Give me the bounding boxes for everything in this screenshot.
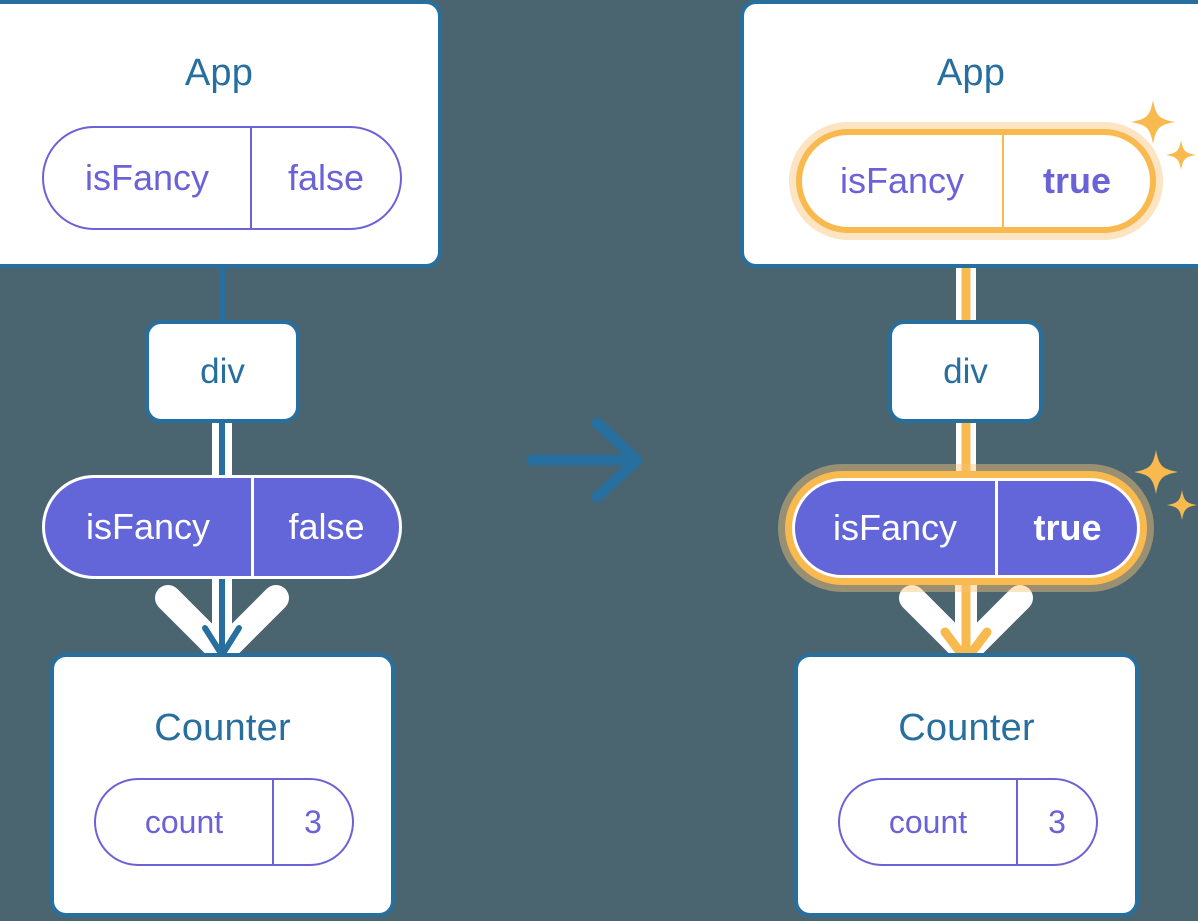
- right-app-box: App isFancy true: [740, 0, 1198, 268]
- right-counter-box: Counter count 3: [794, 653, 1139, 917]
- left-props-value: false: [251, 478, 399, 576]
- right-counter-state-value: 3: [1016, 780, 1096, 864]
- right-props-value: true: [995, 481, 1137, 575]
- left-app-state-pill: isFancy false: [42, 126, 402, 230]
- right-app-title: App: [936, 52, 1006, 94]
- right-counter-state-pill: count 3: [838, 778, 1098, 866]
- left-app-box: App isFancy false: [0, 0, 442, 268]
- right-props-key: isFancy: [832, 507, 958, 548]
- right-app-state-pill: isFancy true: [796, 129, 1156, 233]
- right-counter-state-key: count: [888, 803, 968, 840]
- left-counter-state-key: count: [144, 803, 224, 840]
- left-counter-state-value: 3: [272, 780, 352, 864]
- left-app-state-key: isFancy: [84, 157, 210, 198]
- right-div-box: div: [888, 320, 1043, 423]
- left-app-title: App: [184, 52, 254, 94]
- right-props-pill: isFancy true: [792, 478, 1140, 578]
- transition-arrow-right-icon: [526, 417, 643, 503]
- left-app-state-value: false: [250, 128, 400, 228]
- left-counter-state-pill: count 3: [94, 778, 354, 866]
- right-counter-title: Counter: [898, 707, 1035, 749]
- left-div-box: div: [145, 320, 300, 423]
- right-app-state-value: true: [1002, 135, 1150, 227]
- left-props-key: isFancy: [85, 506, 211, 547]
- right-div-label: div: [943, 351, 988, 391]
- left-props-pill: isFancy false: [42, 475, 402, 579]
- left-counter-title: Counter: [154, 707, 291, 749]
- left-counter-box: Counter count 3: [50, 653, 395, 917]
- right-app-state-key: isFancy: [839, 160, 965, 201]
- left-div-label: div: [200, 351, 245, 391]
